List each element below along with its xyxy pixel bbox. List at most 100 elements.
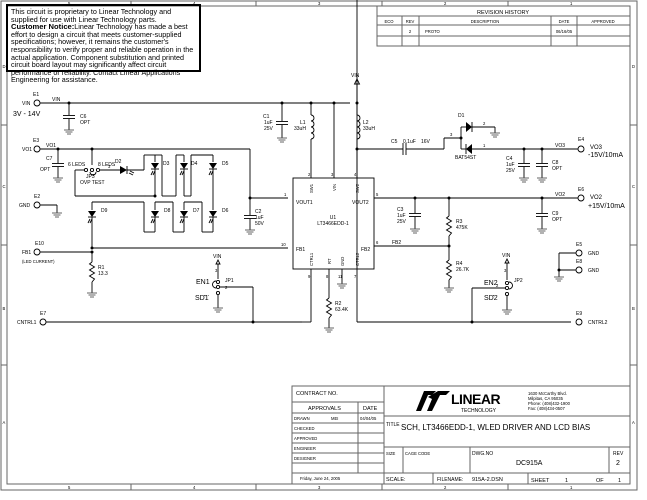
svg-text:FB1: FB1 [22,250,31,256]
border-row-d: D [3,64,6,69]
svg-text:TECHNOLOGY: TECHNOLOGY [461,408,497,414]
rev-header-eco: ECO [384,19,394,24]
rev-header-rev: REV [406,19,415,24]
border-col-4: 4 [193,1,196,6]
svg-text:GND: GND [588,268,600,274]
terminal-e8[interactable]: E8 GND [575,259,600,274]
r2-value: 63.4K [335,307,349,313]
drawing-title: SCH, LT3466EDD-1, WLED DRIVER AND LCD BI… [401,423,590,432]
svg-text:CNTRL2: CNTRL2 [588,320,608,326]
sheet-number: 1 [565,478,568,484]
net-vin: VIN [52,97,61,103]
border-row-c: C [3,184,6,189]
svg-text:E8: E8 [576,259,582,265]
svg-text:1630 McCarthy Blvd.: 1630 McCarthy Blvd. [528,391,567,396]
terminal-e3[interactable]: E3 VO1 [22,138,41,153]
c5-rating: 16V [421,139,431,145]
terminal-e2[interactable]: E2 GND [19,194,41,209]
d1-ref: D1 [458,113,465,119]
c2-rating: 50V [255,221,265,227]
svg-text:SW1: SW1 [309,183,314,193]
en2-label: EN2 [484,280,498,287]
border-col-1-bottom: 1 [570,485,573,490]
c3-ref: C3 [397,207,404,213]
vo2-spec: +15V/10mA [588,203,625,210]
svg-text:6: 6 [376,240,379,245]
ic-u1: U1 LT3466EDD-1 VOUT1 VOUT2 FB1 FB2 SW1 V… [292,172,379,279]
border-col-2: 2 [444,1,447,6]
led-d9-ref: D9 [101,208,108,214]
c7-value: OPT [40,167,50,173]
svg-text:CTRL1: CTRL1 [309,252,314,266]
svg-text:8: 8 [326,274,329,279]
rev-value: 2 [616,460,620,467]
led-current-note: (LED CURRENT) [22,259,55,264]
contract-label: CONTRACT NO. [296,391,338,397]
svg-text:5: 5 [376,192,379,197]
l1-value: 33uH [294,126,306,132]
diode-d1: 2 1 D1 BAT54ST [455,113,501,161]
jumper-jp1[interactable]: VIN 3 EN1 SD1 JP1 2 [195,254,254,322]
c4-rating: 25V [506,168,516,174]
svg-text:VIN: VIN [332,184,337,191]
svg-text:E1: E1 [33,92,39,98]
svg-text:GND: GND [588,251,600,257]
c3-rating: 25V [397,219,407,225]
c5-value: 0.1uF [403,139,416,145]
terminal-e1[interactable]: E1 VIN 3V - 14V [13,92,41,118]
svg-text:E4: E4 [578,137,584,143]
print-date: Friday, June 24, 2005 [300,476,341,481]
led-d8-ref: D8 [164,208,171,214]
rev-row-rev: 2 [409,29,412,34]
date-label: DATE [363,406,378,412]
terminal-e7[interactable]: E7 CNTRL1 [17,311,47,326]
terminal-e10[interactable]: E10 FB1 (LED CURRENT) [22,241,55,264]
proprietary-notice-box: This circuit is proprietary to Linear Te… [6,4,201,84]
rev-header-description: DESCRIPTION [471,19,500,24]
inner-border [6,5,631,485]
svg-text:Fax: (408)434-0507: Fax: (408)434-0507 [528,406,565,411]
jumper-jp3[interactable]: 6 LEDS 8 LEDS JP3 OVP TEST [68,162,116,186]
terminal-e5[interactable]: E5 GND [575,242,600,257]
svg-text:RT: RT [327,258,332,264]
svg-text:VO3: VO3 [590,145,603,151]
c8-ref: C8 [552,160,559,166]
svg-text:3: 3 [504,268,507,273]
svg-text:E3: E3 [33,138,39,144]
l2-ref: L2 [363,120,369,126]
led-d3-ref: D3 [163,161,170,167]
svg-text:VIN: VIN [502,253,511,259]
svg-text:LT3466EDD-1: LT3466EDD-1 [317,221,349,227]
terminal-e4[interactable]: E4 VO3 -15V/10mA [577,137,623,159]
c2-value: 1uF [255,215,264,221]
c9-value: OPT [552,217,562,223]
svg-text:2: 2 [308,172,311,177]
c6-ref: C6 [80,114,87,120]
vo3-spec: -15V/10mA [588,152,623,159]
terminal-e9[interactable]: E9 CNTRL2 [575,311,608,326]
svg-text:E5: E5 [576,242,582,248]
svg-text:9: 9 [308,274,311,279]
led-d2: D2 [115,159,135,176]
svg-text:3: 3 [108,164,111,169]
svg-text:SW2: SW2 [355,183,360,193]
approved-label: APPROVED [294,436,317,441]
approvals-label: APPROVALS [308,406,341,412]
svg-text:U1: U1 [330,215,337,221]
c9-ref: C9 [552,211,559,217]
svg-text:CTRL2: CTRL2 [355,252,360,266]
sd2-label: SD2 [484,295,498,302]
sheet-label: SHEET [531,478,550,484]
vin-supply-label-l2: VIN [351,73,360,79]
svg-text:2: 2 [483,121,486,126]
sheet-total: 1 [618,478,621,484]
jumper-jp2[interactable]: VIN 3 EN2 SD2 JP2 2 [471,253,523,322]
border-col-3: 3 [318,1,321,6]
c8-value: OPT [552,166,562,172]
rev-label: REV [613,451,624,457]
svg-text:E6: E6 [578,187,584,193]
rev-header-approved: APPROVED [591,19,614,24]
terminal-e6[interactable]: E6 VO2 +15V/10mA [577,187,625,210]
svg-text:VO1: VO1 [22,147,32,153]
customer-notice-body: Linear Technology has made a best effort… [11,22,194,85]
